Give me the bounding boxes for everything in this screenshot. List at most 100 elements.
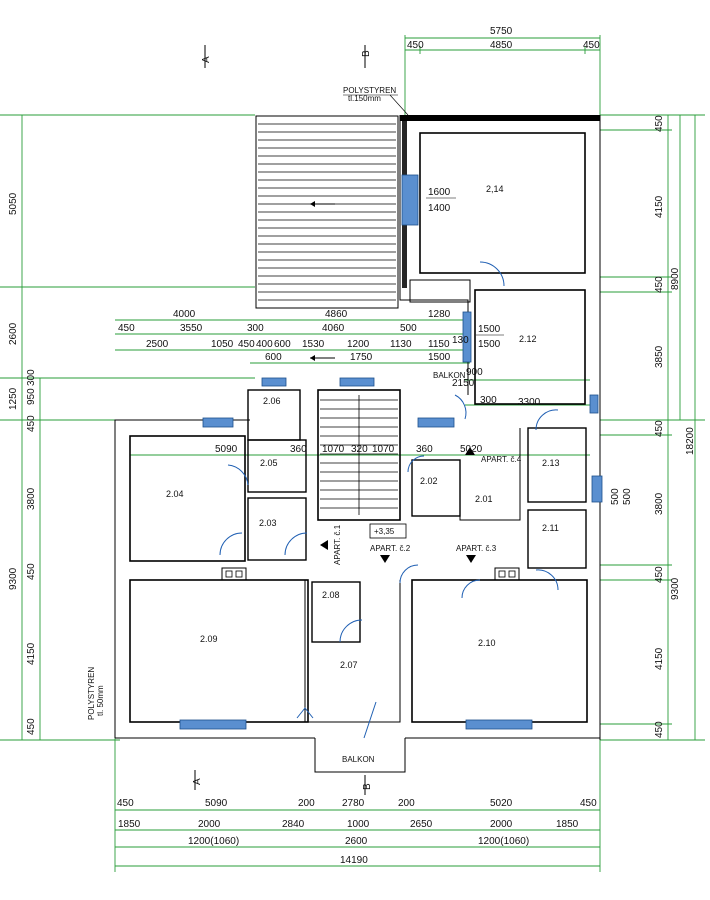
dim-3300: 3300 [518, 397, 541, 408]
dim-bottom-450-right: 450 [580, 798, 597, 809]
entrance-arrows [320, 447, 476, 563]
dim-mid-1150: 1150 [428, 339, 450, 350]
dim-bottom-200-right: 200 [398, 798, 415, 809]
polystyren-left-label: POLYSTYREN [87, 667, 96, 720]
dim-mid-500: 500 [400, 323, 417, 334]
dim-bottom-1200-left: 1200(1060) [188, 836, 239, 847]
external-stair [255, 115, 399, 361]
floor-level-label: +3,35 [374, 527, 395, 536]
dim-bottom-1200-right: 1200(1060) [478, 836, 529, 847]
dim-900: 900 [466, 367, 483, 378]
dim-right-18200: 18200 [685, 427, 696, 455]
dim-right-450c: 450 [654, 420, 665, 437]
room-2-05: 2.05 [260, 458, 278, 468]
dim-right-3850: 3850 [654, 345, 665, 368]
dim-right-8900: 8900 [670, 267, 681, 290]
dim-left-2600: 2600 [8, 322, 19, 345]
dim-top-5750: 5750 [490, 26, 513, 37]
windows [179, 174, 603, 730]
dim-left-4150: 4150 [26, 642, 37, 665]
dim-right-3800: 3800 [654, 492, 665, 515]
dim-1070-right: 1070 [372, 444, 395, 455]
dim-bottom-2650: 2650 [410, 819, 433, 830]
dimension-lines [0, 35, 705, 872]
dim-bottom-200-left: 200 [298, 798, 315, 809]
room-2-12: 2.12 [519, 334, 537, 344]
dim-left-1250: 1250 [8, 387, 19, 410]
dim-bottom-1850-right: 1850 [556, 819, 579, 830]
dim-bottom-2840: 2840 [282, 819, 305, 830]
dim-left-950: 950 [26, 388, 37, 405]
dim-window-1400: 1400 [428, 203, 451, 214]
dim-130: 130 [452, 335, 469, 346]
room-2-09: 2.09 [200, 634, 218, 644]
dim-bottom-2000-left: 2000 [198, 819, 221, 830]
dim-mid-4000: 4000 [173, 309, 196, 320]
dim-left-450a: 450 [26, 415, 37, 432]
dim-left-9300: 9300 [8, 567, 19, 590]
apartment-4-label: APART. č.4 [481, 455, 522, 464]
dim-bottom-450-left: 450 [117, 798, 134, 809]
dim-bottom-5090: 5090 [205, 798, 228, 809]
dim-bottom-2000-right: 2000 [490, 819, 513, 830]
section-markers [194, 45, 366, 795]
dim-mid-3550: 3550 [180, 323, 203, 334]
room-2-11: 2.11 [542, 523, 559, 533]
dim-mid-1280: 1280 [428, 309, 451, 320]
dim-window-1500b: 1500 [478, 339, 501, 350]
room-2-06: 2.06 [263, 396, 281, 406]
dim-mid-4060: 4060 [322, 323, 345, 334]
doors [219, 261, 559, 739]
dim-right-450e: 450 [654, 721, 665, 738]
polystyren-left-thickness: tl. 50mm [96, 685, 105, 716]
dim-bottom-1000: 1000 [347, 819, 370, 830]
dim-mid-1130: 1130 [390, 339, 412, 350]
dim-bottom-2780: 2780 [342, 798, 365, 809]
dim-mid-600: 600 [274, 339, 291, 350]
dim-window-1500a: 1500 [478, 324, 501, 335]
section-a-bottom: A [192, 778, 203, 785]
dim-360-left: 360 [290, 444, 307, 455]
balkon-lower-label: BALKON [342, 755, 375, 764]
room-labels: 2,14 2.12 2.13 2.11 2.06 2.05 2.04 2.03 … [166, 184, 560, 670]
dim-right-450d: 450 [654, 566, 665, 583]
dim-mid-1050: 1050 [211, 339, 234, 350]
section-b-top: B [361, 50, 372, 57]
dim-2150: 2150 [452, 378, 475, 389]
room-2-13: 2.13 [542, 458, 560, 468]
section-b-bottom: B [362, 783, 373, 790]
room-2-03: 2.03 [259, 518, 277, 528]
dim-5090-top: 5090 [215, 444, 238, 455]
dim-bottom-5020: 5020 [490, 798, 513, 809]
dim-top-450-left: 450 [407, 40, 424, 51]
room-2-14: 2,14 [486, 184, 504, 194]
dim-mid-450: 450 [118, 323, 135, 334]
dim-mid-2500: 2500 [146, 339, 169, 350]
room-2-04: 2.04 [166, 489, 184, 499]
polystyren-top-thickness: tl.150mm [348, 94, 381, 103]
dim-top-4850: 4850 [490, 40, 513, 51]
dim-mid-1200: 1200 [347, 339, 370, 350]
room-2-08: 2.08 [322, 590, 340, 600]
dim-mid-300: 300 [247, 323, 264, 334]
room-2-02: 2.02 [420, 476, 438, 486]
dim-top-450-right: 450 [583, 40, 600, 51]
room-2-07: 2.07 [340, 660, 358, 670]
dim-right-450a: 450 [654, 115, 665, 132]
dim-mid-1750: 1750 [350, 352, 373, 363]
dim-mid-400: 400 [256, 339, 273, 350]
dim-right-9300: 9300 [670, 577, 681, 600]
dim-5020-top: 5020 [460, 444, 483, 455]
dim-right-4150a: 4150 [654, 195, 665, 218]
dim-mid-1530: 1530 [302, 339, 325, 350]
dim-360-right: 360 [416, 444, 433, 455]
dim-bottom-2600: 2600 [345, 836, 368, 847]
polystyren-top-label: POLYSTYREN [343, 86, 396, 95]
dim-320: 320 [351, 444, 368, 455]
apartment-2-label: APART. č.2 [370, 544, 411, 553]
dim-bottom-1850-left: 1850 [118, 819, 141, 830]
dim-left-450b: 450 [26, 563, 37, 580]
balkon-upper-label: BALKON [433, 371, 466, 380]
dim-500-b: 500 [622, 488, 633, 505]
